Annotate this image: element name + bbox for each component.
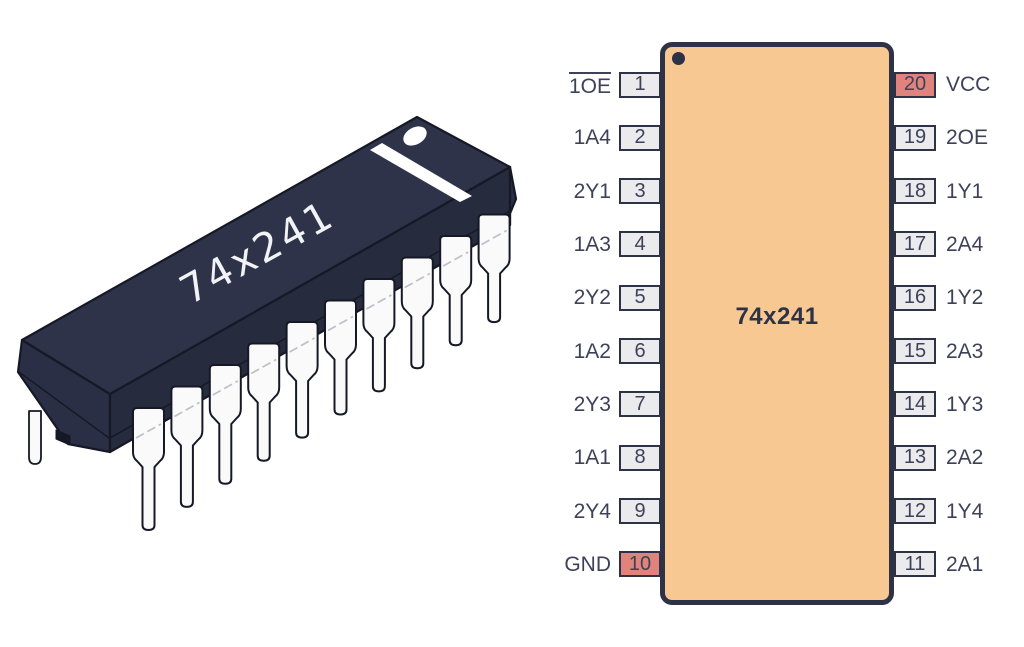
dip-front-pin-4 (247, 342, 281, 462)
pin-row-6: 1A2 6 (560, 338, 661, 365)
pin-12-number-box: 12 (894, 498, 936, 525)
pin-18-number-box: 18 (894, 178, 936, 205)
index-stripe (370, 143, 472, 202)
pin-row-9: 2Y4 9 (560, 498, 661, 525)
pin-1-label: 1OE (568, 72, 611, 97)
pin-row-4: 1A3 4 (560, 231, 661, 258)
pin-12-label: 1Y4 (946, 499, 984, 523)
pin-15-label: 2A3 (946, 339, 984, 363)
dip-front-pin-1 (132, 407, 165, 531)
pin-15-number-box: 15 (894, 338, 936, 365)
pin-8-label: 1A1 (573, 446, 611, 470)
pin-2-label: 1A4 (573, 126, 611, 150)
pin-2-number-box: 2 (619, 124, 661, 151)
pin-row-18: 18 1Y1 (894, 178, 1024, 205)
pin-3-label: 2Y1 (573, 179, 611, 203)
pin-row-17: 17 2A4 (894, 231, 1024, 258)
pin-7-label: 2Y3 (573, 392, 611, 416)
pin-1-number-box: 1 (619, 71, 661, 98)
pin-row-11: 11 2A1 (894, 551, 1024, 578)
pin-row-5: 2Y2 5 (560, 284, 661, 311)
dip-body-top-face (20, 115, 512, 396)
pin-row-3: 2Y1 3 (560, 178, 661, 205)
pinout-chip-body (660, 42, 894, 605)
pin-18-label: 1Y1 (946, 179, 984, 203)
pin-6-number-box: 6 (619, 338, 661, 365)
pin-5-label: 2Y2 (573, 286, 611, 310)
pin-5-number-box: 5 (619, 284, 661, 311)
pin-row-12: 12 1Y4 (894, 498, 1024, 525)
dip-front-pin-10 (477, 213, 511, 324)
pinout-chip-title: 74x241 (735, 303, 819, 330)
dip-front-pin-5 (285, 321, 319, 439)
pin-9-label: 2Y4 (573, 499, 611, 523)
dip-front-pins (132, 213, 511, 531)
pin-row-15: 15 2A3 (894, 338, 1024, 365)
pin-row-20: 20 VCC (894, 71, 1024, 98)
pinout-diagram: 74x241 1OE 1 1A4 2 2Y1 3 1A3 4 2Y2 5 1A2 6 2Y3 7 1A1 8 2… (560, 0, 1024, 647)
dip-front-pin-2 (170, 385, 204, 508)
pin-19-number-box: 19 (894, 124, 936, 151)
pin1-dimple (403, 126, 427, 146)
pin-row-8: 1A1 8 (560, 444, 661, 471)
pin-16-number-box: 16 (894, 284, 936, 311)
pin-row-19: 19 2OE (894, 124, 1024, 151)
dip-front-pin-8 (400, 256, 434, 370)
pin-row-13: 13 2A2 (894, 444, 1024, 471)
pin-16-label: 1Y2 (946, 286, 984, 310)
pin1-indicator-dot (672, 52, 685, 65)
pin-20-label: VCC (946, 73, 991, 96)
pin-8-number-box: 8 (619, 444, 661, 471)
chip-3d-illustration: 74x241 (16, 115, 518, 531)
pin-11-label: 2A1 (946, 552, 984, 576)
pin-19-label: 2OE (946, 126, 989, 150)
pin-7-number-box: 7 (619, 391, 661, 418)
dip-front-pin-9 (439, 235, 473, 347)
pin-14-label: 1Y3 (946, 392, 984, 416)
pin-14-number-box: 14 (894, 391, 936, 418)
pin-13-number-box: 13 (894, 444, 936, 471)
pin-row-7: 2Y3 7 (560, 391, 661, 418)
pin-row-1: 1OE 1 (560, 71, 661, 98)
dip-front-pin-7 (362, 278, 396, 393)
pin-10-number-box: 10 (619, 551, 661, 578)
pin-17-label: 2A4 (946, 232, 984, 256)
mold-seam-line-end (18, 371, 110, 439)
pin-6-label: 1A2 (573, 339, 611, 363)
pin-row-16: 16 1Y2 (894, 284, 1024, 311)
pin-4-number-box: 4 (619, 231, 661, 258)
dip-back-pin (28, 410, 42, 465)
pin-13-label: 2A2 (946, 446, 984, 470)
pin-17-number-box: 17 (894, 231, 936, 258)
pin-20-number-box: 20 (894, 71, 936, 98)
pin-10-label: GND (564, 552, 611, 576)
pin-4-label: 1A3 (573, 232, 611, 256)
pin-3-number-box: 3 (619, 178, 661, 205)
dip-front-pin-6 (324, 299, 357, 416)
pin-row-14: 14 1Y3 (894, 391, 1024, 418)
pin-row-2: 1A4 2 (560, 124, 661, 151)
pin-row-10: GND 10 (560, 551, 661, 578)
pin-9-number-box: 9 (619, 498, 661, 525)
pin-11-number-box: 11 (894, 551, 936, 578)
dip-front-pin-3 (208, 364, 242, 485)
bottom-notch (55, 429, 71, 446)
